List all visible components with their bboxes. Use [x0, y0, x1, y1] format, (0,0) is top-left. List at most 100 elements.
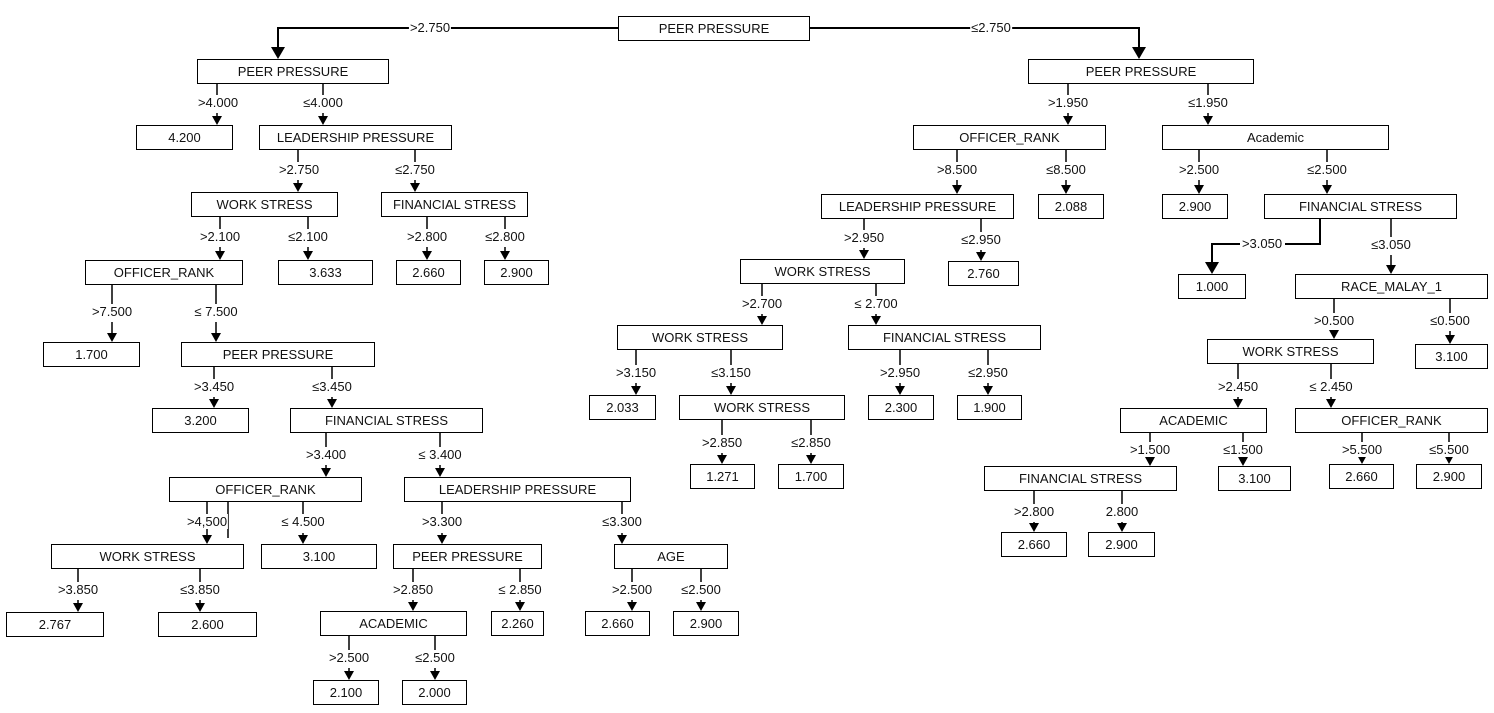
split-node-box: FINANCIAL STRESS [1264, 194, 1457, 219]
split-node-box: LEADERSHIP PRESSURE [821, 194, 1014, 219]
arrowhead-icon [215, 251, 225, 260]
split-node-box: PEER PRESSURE [1028, 59, 1254, 84]
leaf-value-box: 2.088 [1038, 194, 1104, 219]
split-condition-label: >1.500 [1128, 442, 1172, 457]
split-condition-label: >2.800 [405, 229, 449, 244]
split-node-box: WORK STRESS [617, 325, 783, 350]
arrowhead-icon [617, 535, 627, 544]
split-node-box: OFFICER_RANK [85, 260, 243, 285]
split-condition-label: >7.500 [90, 304, 134, 319]
leaf-value-box: 1.000 [1178, 274, 1246, 299]
leaf-value-box: 2.600 [158, 612, 257, 637]
split-node-box: OFFICER_RANK [1295, 408, 1488, 433]
leaf-value-box: 2.260 [491, 611, 544, 636]
arrowhead-icon [271, 47, 285, 59]
arrowhead-icon [195, 603, 205, 612]
arrowhead-icon [211, 333, 221, 342]
arrowhead-icon [859, 250, 869, 259]
arrowhead-icon [318, 116, 328, 125]
arrowhead-icon [1061, 185, 1071, 194]
leaf-value-box: 2.767 [6, 612, 104, 637]
split-condition-label: ≤1.500 [1222, 442, 1264, 457]
arrowhead-icon [1063, 116, 1073, 125]
split-condition-label: ≤1.950 [1187, 95, 1229, 110]
leaf-value-box: 2.660 [585, 611, 650, 636]
split-condition-label: ≤3.850 [179, 582, 221, 597]
leaf-value-box: 4.200 [136, 125, 233, 150]
split-condition-label: ≤3.050 [1370, 237, 1412, 252]
arrowhead-icon [871, 316, 881, 325]
split-condition-label: ≤ 2.700 [853, 296, 899, 311]
split-condition-label: 2.800 [1104, 504, 1140, 519]
arrowhead-icon [1326, 399, 1336, 408]
split-condition-label: >8.500 [935, 162, 979, 177]
leaf-value-box: 2.660 [396, 260, 461, 285]
arrowhead-icon [202, 535, 212, 544]
arrowhead-icon [303, 251, 313, 260]
arrowhead-icon [983, 386, 993, 395]
leaf-value-box: 2.900 [1088, 532, 1155, 557]
split-condition-label: ≤ 3.400 [417, 447, 463, 462]
split-condition-label: >1.950 [1046, 95, 1090, 110]
split-node-box: PEER PRESSURE [197, 59, 389, 84]
arrowhead-icon [437, 535, 447, 544]
arrowhead-icon [1117, 523, 1127, 532]
split-node-box: WORK STRESS [679, 395, 845, 420]
split-condition-label: >3.850 [56, 582, 100, 597]
arrowhead-icon [1145, 457, 1155, 466]
arrowhead-icon [344, 671, 354, 680]
split-condition-label: >3.300 [420, 514, 464, 529]
split-condition-label: ≤2.850 [790, 435, 832, 450]
split-node-box: LEADERSHIP PRESSURE [259, 125, 452, 150]
arrowhead-icon [212, 116, 222, 125]
split-condition-label: >4.000 [196, 95, 240, 110]
arrowhead-icon [627, 602, 637, 611]
split-condition-label: >2.100 [198, 229, 242, 244]
split-node-box: ACADEMIC [320, 611, 467, 636]
split-condition-label: ≤ 7.500 [193, 304, 239, 319]
connector-line [1211, 219, 1321, 268]
split-condition-label: ≤2.500 [1306, 162, 1348, 177]
arrowhead-icon [1329, 330, 1339, 339]
split-node-box: FINANCIAL STRESS [984, 466, 1177, 491]
split-condition-label: ≤2.500 [680, 582, 722, 597]
arrowhead-icon [435, 468, 445, 477]
split-condition-label: >2.500 [610, 582, 654, 597]
split-condition-label: >2.750 [408, 20, 452, 35]
split-condition-label: ≤ 4.500 [280, 514, 326, 529]
leaf-value-box: 2.900 [673, 611, 739, 636]
leaf-value-box: 2.100 [313, 680, 379, 705]
arrowhead-icon [1194, 185, 1204, 194]
arrowhead-icon [298, 535, 308, 544]
split-condition-label: >3.400 [304, 447, 348, 462]
split-condition-label: >5.500 [1340, 442, 1384, 457]
arrowhead-icon [1322, 185, 1332, 194]
arrowhead-icon [430, 671, 440, 680]
arrowhead-icon [1445, 335, 1455, 344]
arrowhead-icon [1233, 399, 1243, 408]
split-node-box: WORK STRESS [191, 192, 338, 217]
split-condition-label: ≤2.800 [484, 229, 526, 244]
split-condition-label: ≤3.150 [710, 365, 752, 380]
leaf-value-box: 3.200 [152, 408, 249, 433]
arrowhead-icon [321, 468, 331, 477]
arrowhead-icon [410, 183, 420, 192]
arrowhead-icon [631, 386, 641, 395]
leaf-value-box: 3.100 [261, 544, 377, 569]
arrowhead-icon [293, 183, 303, 192]
leaf-value-box: 1.271 [690, 464, 755, 489]
arrowhead-icon [408, 602, 418, 611]
leaf-value-box: 2.900 [484, 260, 549, 285]
leaf-value-box: 2.033 [589, 395, 656, 420]
leaf-value-box: 2.900 [1416, 464, 1482, 489]
connector-line [810, 27, 1140, 49]
arrowhead-icon [952, 185, 962, 194]
arrowhead-icon [717, 455, 727, 464]
split-condition-label: >2.950 [842, 230, 886, 245]
arrowhead-icon [1132, 47, 1146, 59]
leaf-value-box: 1.700 [778, 464, 844, 489]
split-condition-label: >2.750 [277, 162, 321, 177]
arrowhead-icon [1444, 455, 1454, 464]
split-condition-label: >2.700 [740, 296, 784, 311]
